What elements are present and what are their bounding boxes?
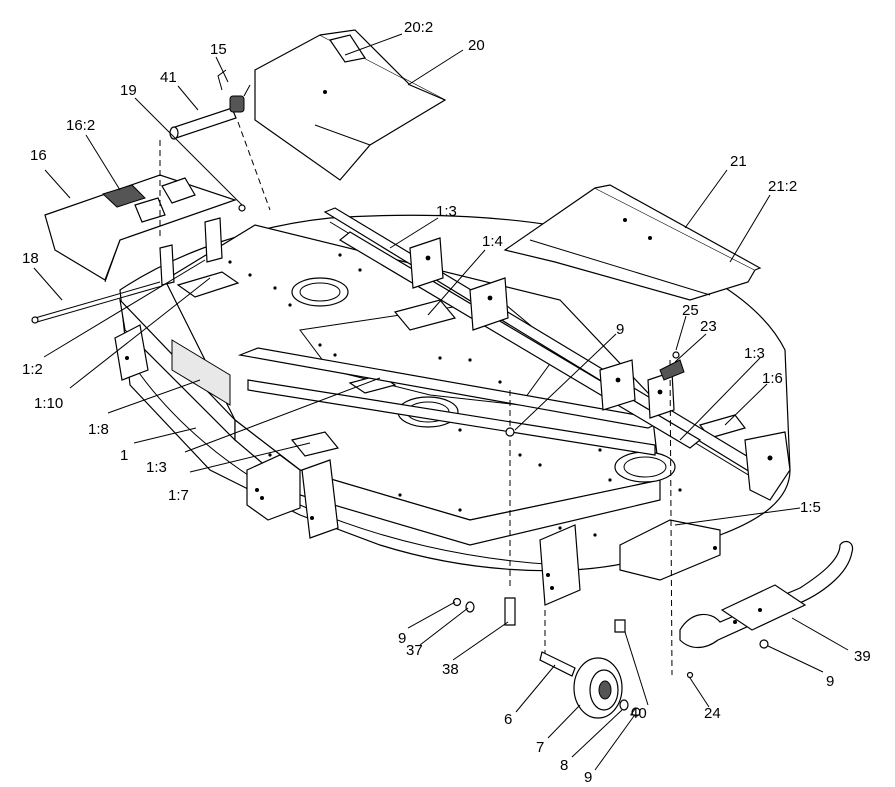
clip-23 xyxy=(659,359,685,381)
callout-6: 6 xyxy=(504,711,512,728)
callout-7: 7 xyxy=(536,739,544,756)
bolt-24 xyxy=(686,671,694,679)
cover-21 xyxy=(503,184,762,301)
callout-40: 40 xyxy=(630,705,647,722)
callout-21: 21 xyxy=(730,153,747,170)
hinge-brackets xyxy=(159,217,675,419)
callout-25: 25 xyxy=(682,302,699,319)
rod-41 xyxy=(169,107,237,140)
callout-41: 41 xyxy=(160,69,177,86)
callout-1-7: 1:7 xyxy=(168,487,189,504)
rod-18 xyxy=(31,281,163,324)
callout-18: 18 xyxy=(22,250,39,267)
callout-1-10: 1:10 xyxy=(34,395,63,412)
leader-lines xyxy=(33,33,849,771)
callout-20-2: 20:2 xyxy=(404,19,433,36)
spring-15 xyxy=(217,69,251,113)
callout-23: 23 xyxy=(700,318,717,335)
nut-9-right xyxy=(759,639,769,649)
callout-1-8: 1:8 xyxy=(88,421,109,438)
washer-8 xyxy=(619,699,629,711)
spindle-opening-left xyxy=(291,277,349,307)
callout-9-right: 9 xyxy=(826,673,834,690)
callout-24: 24 xyxy=(704,705,721,722)
callout-21-2: 21:2 xyxy=(768,178,797,195)
callout-labels: 15 41 19 20:2 20 16:2 16 18 1:3 1:4 21 2… xyxy=(22,19,871,786)
callout-39: 39 xyxy=(854,648,871,665)
callout-38: 38 xyxy=(442,661,459,678)
callout-1: 1 xyxy=(120,447,128,464)
right-end xyxy=(619,431,791,581)
cover-20 xyxy=(254,29,447,181)
bolt-38 xyxy=(504,597,516,626)
callout-15: 15 xyxy=(210,41,227,58)
callout-1-3-top: 1:3 xyxy=(436,203,457,220)
callout-8: 8 xyxy=(560,757,568,774)
front-brackets xyxy=(114,324,581,606)
callout-16: 16 xyxy=(30,147,47,164)
decal-1-4 xyxy=(393,299,457,331)
washer-37 xyxy=(465,601,475,613)
axle-6 xyxy=(539,651,576,677)
wheel-assembly xyxy=(539,651,641,719)
nut-19 xyxy=(238,204,246,212)
decal-1-8 xyxy=(171,339,231,406)
bolt-40 xyxy=(614,619,626,633)
callout-1-2: 1:2 xyxy=(22,361,43,378)
callout-1-6: 1:6 xyxy=(762,370,783,387)
nut-9-wheel xyxy=(631,707,641,717)
hardware xyxy=(238,204,769,679)
callout-37: 37 xyxy=(406,642,423,659)
callout-9-top: 9 xyxy=(616,321,624,338)
callout-9-wheel: 9 xyxy=(584,769,592,786)
nut-9-top xyxy=(505,427,515,437)
decal-16-2 xyxy=(102,184,146,208)
nut-9-left xyxy=(452,597,462,607)
bolt-25 xyxy=(672,351,680,359)
decal-1-7 xyxy=(290,431,340,457)
callout-9-left: 9 xyxy=(398,630,406,647)
callout-16-2: 16:2 xyxy=(66,117,95,134)
callout-1-4: 1:4 xyxy=(482,233,503,250)
callout-1-3-left: 1:3 xyxy=(146,459,167,476)
callout-20: 20 xyxy=(468,37,485,54)
roller-39 xyxy=(679,540,854,649)
callout-1-5: 1:5 xyxy=(800,499,821,516)
callout-19: 19 xyxy=(120,82,137,99)
callout-1-3-right: 1:3 xyxy=(744,345,765,362)
